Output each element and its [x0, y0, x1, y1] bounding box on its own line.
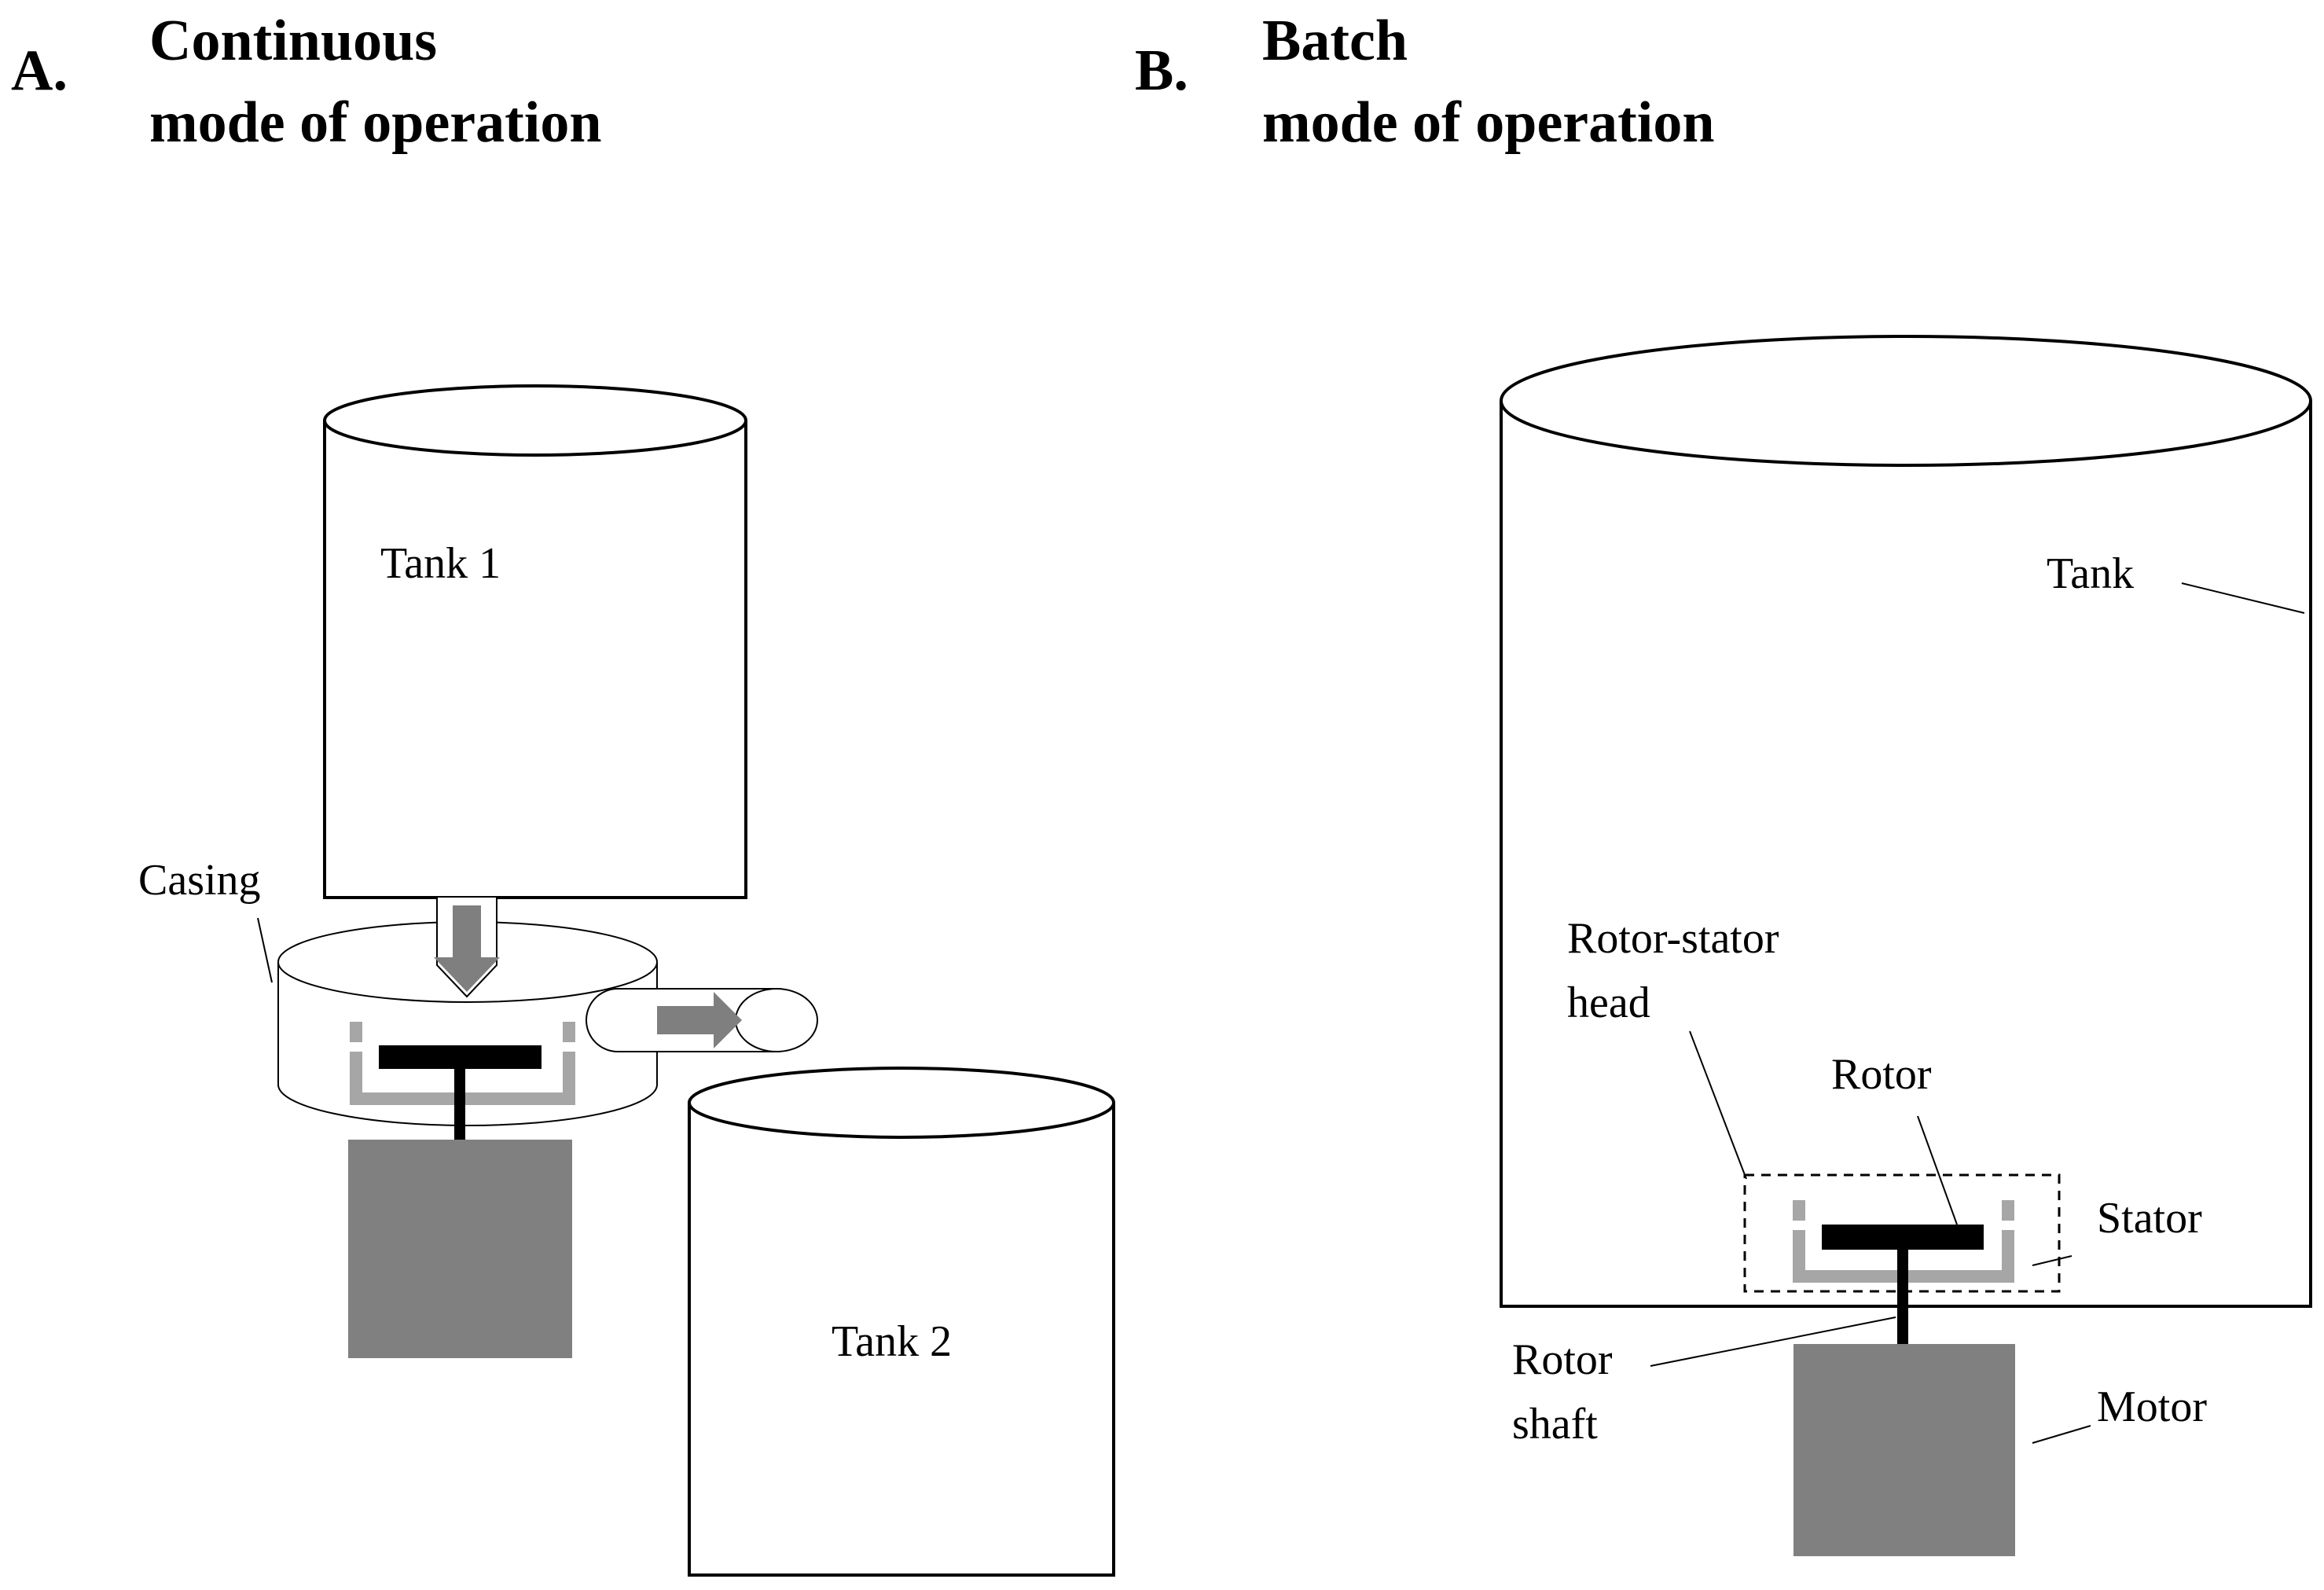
tank-1: Tank 1	[323, 384, 747, 899]
outlet-flow-arrow	[657, 992, 742, 1048]
casing-label: Casing	[138, 856, 261, 905]
casing-rotor	[379, 1045, 542, 1069]
rotor-stator-head-label-line1: Rotor-stator	[1567, 914, 1779, 963]
stator-label: Stator	[2097, 1194, 2202, 1243]
rotor-shaft-label-line2: shaft	[1512, 1400, 1598, 1449]
motor-a	[348, 1140, 572, 1358]
motor-label: Motor	[2097, 1383, 2207, 1431]
batch-rotor	[1822, 1225, 1984, 1250]
panel-b-letter: B.	[1135, 39, 1188, 103]
tank-1-label: Tank 1	[380, 539, 501, 588]
batch-rotor-shaft	[1897, 1250, 1908, 1344]
motor-b	[1793, 1344, 2015, 1556]
panel-a-title-line1: Continuous	[149, 9, 437, 73]
panel-b: B. Batch mode of operation Tank	[1135, 9, 2312, 1556]
rotor-stator-head-label-line2: head	[1567, 979, 1650, 1027]
rotor-label: Rotor	[1831, 1050, 1932, 1099]
tank-2: Tank 2	[688, 1067, 1115, 1577]
tank-label: Tank	[2047, 549, 2134, 598]
batch-tank	[1500, 335, 2312, 1308]
panel-b-title-line1: Batch	[1262, 9, 1408, 73]
panel-a-title-line2: mode of operation	[149, 90, 602, 155]
rotor-shaft-label-line1: Rotor	[1512, 1335, 1613, 1384]
rotor-stator-head-box	[1743, 1173, 2061, 1293]
panel-b-title-line2: mode of operation	[1262, 90, 1715, 155]
casing-stator	[350, 1022, 575, 1105]
casing-rotor-shaft	[454, 1069, 465, 1140]
inlet-flow-arrow	[434, 905, 500, 992]
tank-2-label: Tank 2	[832, 1317, 952, 1366]
panel-a-letter: A.	[11, 39, 68, 103]
panel-a: A. Continuous mode of operation Tank 1	[11, 9, 1115, 1577]
